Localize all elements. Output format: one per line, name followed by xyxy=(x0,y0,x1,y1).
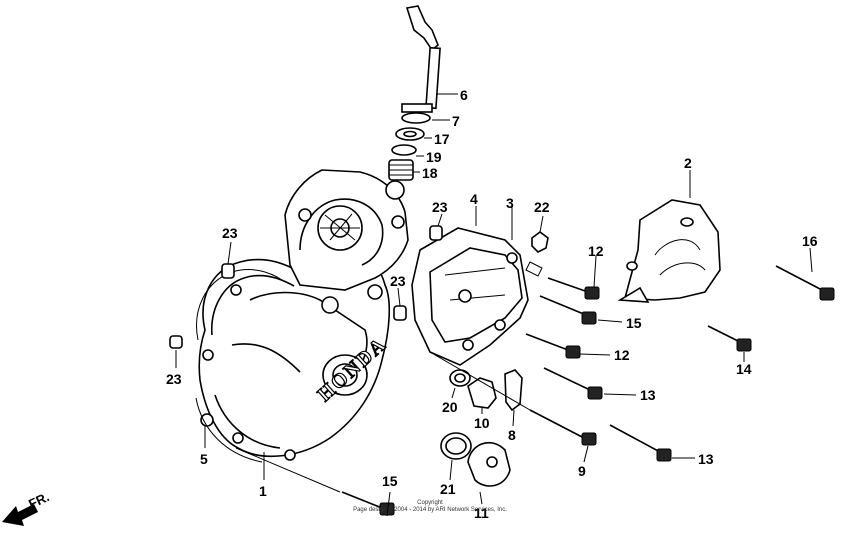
label-6: 6 xyxy=(460,87,468,103)
part-labels: 6 7 17 19 18 2 4 3 22 23 23 23 23 12 15 … xyxy=(166,87,818,521)
sprocket-cover[interactable] xyxy=(617,199,721,303)
label-23-mid: 23 xyxy=(390,273,406,289)
label-18: 18 xyxy=(422,165,438,181)
label-14: 14 xyxy=(736,361,752,377)
copyright-notice: Copyright Page design © 2004 - 2014 by A… xyxy=(300,500,560,514)
side-cover-plate[interactable] xyxy=(411,227,529,366)
label-23-pump: 23 xyxy=(432,199,448,215)
front-direction-indicator: FR. xyxy=(2,489,52,526)
label-15-upper: 15 xyxy=(626,315,642,331)
label-13-upper: 13 xyxy=(640,387,656,403)
dowel-pins[interactable] xyxy=(169,225,443,349)
label-21: 21 xyxy=(440,481,456,497)
arrow-left-icon xyxy=(2,504,38,526)
copyright-line2: Page design © 2004 - 2014 by ARI Network… xyxy=(353,507,507,513)
label-16: 16 xyxy=(802,233,818,249)
label-15-lower: 15 xyxy=(382,473,398,489)
crankcase-cover[interactable]: HONDA xyxy=(198,169,409,461)
shaft-assembly[interactable] xyxy=(388,5,441,181)
label-4: 4 xyxy=(470,191,478,207)
bolts[interactable] xyxy=(341,265,835,516)
label-11: 11 xyxy=(474,505,489,521)
label-22: 22 xyxy=(534,199,550,215)
small-parts[interactable] xyxy=(440,231,549,487)
label-23-left: 23 xyxy=(166,371,182,387)
label-20: 20 xyxy=(442,399,458,415)
label-5: 5 xyxy=(200,451,208,467)
label-1: 1 xyxy=(259,483,267,499)
label-12-upper: 12 xyxy=(588,243,604,259)
label-19: 19 xyxy=(426,149,442,165)
label-17: 17 xyxy=(434,131,450,147)
label-12-lower: 12 xyxy=(614,347,630,363)
copyright-line1: Copyright xyxy=(417,500,443,506)
fr-label: FR. xyxy=(26,489,51,511)
label-2: 2 xyxy=(684,155,692,171)
label-10: 10 xyxy=(474,415,490,431)
label-7: 7 xyxy=(452,113,460,129)
label-3: 3 xyxy=(506,195,514,211)
label-8: 8 xyxy=(508,427,516,443)
label-9: 9 xyxy=(578,463,586,479)
label-23-top: 23 xyxy=(222,225,238,241)
leader-lines xyxy=(175,93,813,517)
label-13-lower: 13 xyxy=(698,451,714,467)
